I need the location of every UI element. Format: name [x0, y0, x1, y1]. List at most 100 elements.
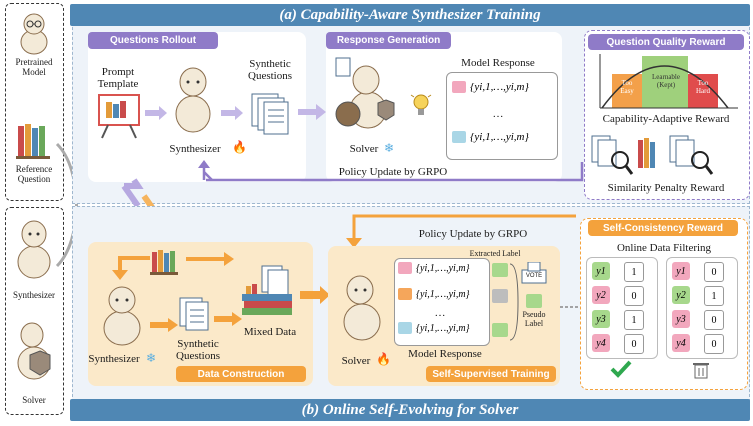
ellipsis-a: …: [492, 108, 504, 120]
solver-a-label: Solver: [349, 143, 379, 155]
arrow-a2: [221, 106, 243, 120]
banner-b: (b) Online Self-Evolving for Solver: [70, 399, 750, 421]
pretrained-alpaca-icon: [12, 8, 56, 56]
extracted-green-1: [492, 263, 508, 277]
arrow-a3: [298, 104, 326, 120]
y-label-left-4: y4: [592, 334, 610, 352]
vote-value-left-3: 1: [624, 310, 644, 330]
solver-side-label: Solver: [22, 395, 46, 405]
mixed-data-icon: [240, 264, 300, 320]
capability-adaptive-label: Capability-Adaptive Reward: [602, 113, 730, 125]
response-formula: {yi,1,…,yi,m}: [470, 81, 529, 93]
arrow-b-books-to-synth: [112, 256, 150, 280]
vote-value-right-4: 0: [704, 334, 724, 354]
arrow-a1: [145, 106, 167, 120]
vote-box-icon: [520, 261, 548, 284]
similarity-penalty-label: Similarity Penalty Reward: [607, 182, 725, 194]
response-row-a-2: {yi,1,…,yi,m}: [452, 131, 529, 143]
documents-icon-a: [250, 92, 290, 136]
vote-value-left-2: 0: [624, 286, 644, 306]
arrow-b-q-to-mixed: [214, 312, 242, 326]
response-generation-tab: Response Generation: [326, 32, 451, 49]
side-connector: [55, 142, 78, 268]
y-label-left-3: y3: [592, 310, 610, 328]
filter-group-right: [666, 257, 738, 359]
model-card-top: [5, 3, 64, 201]
fire-icon-b: 🔥: [376, 352, 391, 366]
data-construction-tab: Data Construction: [176, 366, 306, 382]
trash-icon: [693, 363, 709, 379]
synthesizer-b-label: Synthesizer: [88, 353, 140, 365]
vote-value-right-3: 0: [704, 310, 724, 330]
pseudo-label-swatch: [526, 294, 542, 308]
books-icon-b: [150, 246, 180, 276]
y-label-right-2: y2: [672, 286, 690, 304]
extracted-green-2: [492, 323, 508, 337]
synthesizer-alpaca-b-icon: [92, 282, 152, 348]
too-easy-label: Too Easy: [620, 79, 634, 95]
presentation-board-icon: [96, 92, 142, 140]
response-row-b-2: {yi,1,…,yi,m}: [398, 288, 470, 300]
reference-label: Reference Question: [15, 164, 53, 184]
synthesizer-alpaca-icon: [10, 212, 58, 282]
vote-value-right-2: 1: [704, 286, 724, 306]
swatch-blue: [398, 322, 412, 334]
too-hard-label: Too Hard: [696, 79, 710, 95]
policy-update-a-label: Policy Update by GRPO: [338, 166, 448, 178]
synthesizer-alpaca-a-icon: [168, 58, 218, 138]
fire-icon-a: 🔥: [232, 140, 247, 154]
self-consistency-tab: Self-Consistency Reward: [588, 220, 738, 236]
question-quality-tab: Question Quality Reward: [588, 34, 744, 50]
response-formula: {yi,1,…,yi,m}: [416, 262, 470, 274]
synthesizer-side-label: Synthesizer: [13, 290, 55, 300]
vote-value-left-1: 1: [624, 262, 644, 282]
arrow-b-to-training: [300, 286, 330, 304]
policy-arrow-b: [346, 214, 576, 248]
response-formula: {yi,1,…,yi,m}: [416, 322, 470, 334]
policy-update-b-label: Policy Update by GRPO: [418, 228, 528, 240]
online-filter-label: Online Data Filtering: [616, 242, 712, 254]
vote-value-right-1: 0: [704, 262, 724, 282]
model-response-b-label: Model Response: [408, 348, 482, 360]
swatch-blue: [452, 131, 466, 143]
banner-a: (a) Capability-Aware Synthesizer Trainin…: [70, 4, 750, 26]
response-formula: {yi,1,…,yi,m}: [416, 288, 470, 300]
swatch-pink: [398, 262, 412, 274]
arrow-b-books-to-mixed: [186, 252, 234, 266]
synthesizer-a-label: Synthesizer: [169, 143, 221, 155]
swatch-orange: [398, 288, 412, 300]
mixed-data-label: Mixed Data: [243, 326, 297, 338]
swatch-pink: [452, 81, 466, 93]
vote-bracket: [509, 263, 519, 341]
documents-icon-b: [178, 296, 214, 336]
synthetic-questions-a-label: Synthetic Questions: [248, 58, 292, 83]
vote-value-left-4: 0: [624, 334, 644, 354]
response-row-b-3: {yi,1,…,yi,m}: [398, 322, 470, 334]
y-label-left-2: y2: [592, 286, 610, 304]
filter-group-left: [586, 257, 658, 359]
learnable-label: Learnable (Kept): [652, 73, 680, 89]
y-label-left-1: y1: [592, 262, 610, 280]
prompt-template-label: Prompt Template: [97, 66, 139, 91]
response-row-a-1: {yi,1,…,yi,m}: [452, 81, 529, 93]
ellipsis-b: …: [434, 307, 446, 319]
model-response-a-label: Model Response: [461, 57, 535, 69]
reward-curve-chart: [599, 54, 738, 109]
model-card-bottom: [5, 207, 64, 415]
solver-alpaca-a-icon: [330, 56, 400, 136]
y-label-right-4: y4: [672, 334, 690, 352]
lightbulb-icon: [410, 92, 432, 120]
similarity-icons: [590, 132, 740, 178]
self-supervised-tab: Self-Supervised Training: [426, 366, 556, 382]
response-formula: {yi,1,…,yi,m}: [470, 131, 529, 143]
y-label-right-3: y3: [672, 310, 690, 328]
snowflake-icon-b: ❄: [146, 351, 157, 365]
arrow-b-to-reward: [560, 306, 582, 308]
extracted-label-text: Extracted Label: [469, 249, 521, 258]
arrow-b-synth-to-q: [150, 318, 178, 332]
questions-rollout-tab: Questions Rollout: [88, 32, 218, 49]
solver-alpaca-b-icon: [332, 268, 392, 348]
solver-b-label: Solver: [341, 355, 371, 367]
reference-books-icon: [14, 120, 54, 160]
